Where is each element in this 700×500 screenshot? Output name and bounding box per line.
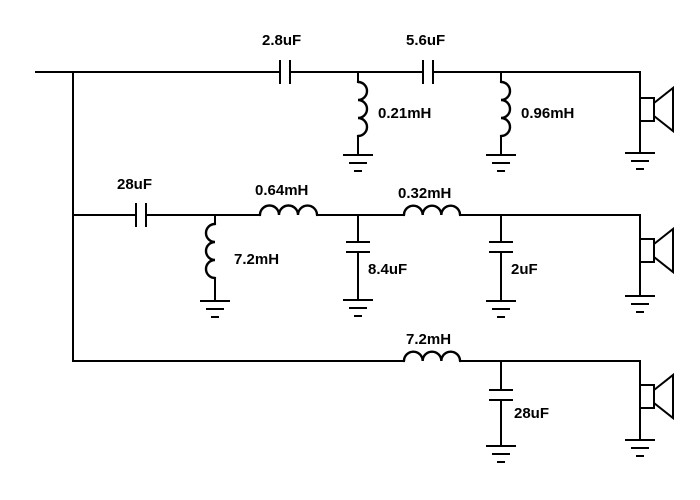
speaker-icon bbox=[639, 226, 674, 275]
inductor-symbol bbox=[402, 204, 462, 217]
inductor-label: 7.2mH bbox=[234, 251, 279, 268]
ground-symbol bbox=[343, 299, 373, 317]
cap-label: 5.6uF bbox=[406, 32, 445, 49]
capacitor-symbol bbox=[135, 203, 147, 227]
capacitor-symbol bbox=[489, 241, 513, 253]
ground-symbol bbox=[200, 300, 230, 318]
speaker-icon bbox=[639, 85, 674, 134]
ground-symbol bbox=[625, 439, 655, 457]
inductor-symbol bbox=[356, 80, 369, 138]
capacitor-symbol bbox=[279, 60, 291, 84]
inductor-label: 0.64mH bbox=[255, 182, 308, 199]
cap-label: 2.8uF bbox=[262, 32, 301, 49]
cap-label: 2uF bbox=[511, 261, 538, 278]
capacitor-symbol bbox=[422, 60, 434, 84]
ground-symbol bbox=[486, 154, 516, 172]
inductor-label: 0.21mH bbox=[378, 105, 431, 122]
cap-label: 8.4uF bbox=[368, 261, 407, 278]
ground-symbol bbox=[625, 152, 655, 170]
ground-symbol bbox=[625, 295, 655, 313]
inductor-label: 0.96mH bbox=[521, 105, 574, 122]
capacitor-symbol bbox=[346, 241, 370, 253]
inductor-symbol bbox=[258, 204, 319, 217]
wiring bbox=[35, 71, 641, 447]
ground-symbol bbox=[343, 154, 373, 172]
cap-label: 28uF bbox=[117, 176, 152, 193]
inductor-symbol bbox=[204, 222, 217, 280]
inductor-symbol bbox=[499, 80, 512, 138]
speaker-icon bbox=[639, 372, 674, 421]
cap-label: 28uF bbox=[514, 405, 549, 422]
capacitor-symbol bbox=[489, 389, 513, 401]
ground-symbol bbox=[486, 300, 516, 318]
inductor-label: 0.32mH bbox=[398, 185, 451, 202]
ground-symbol bbox=[486, 445, 516, 463]
inductor-symbol bbox=[402, 350, 462, 363]
inductor-label: 7.2mH bbox=[406, 331, 451, 348]
